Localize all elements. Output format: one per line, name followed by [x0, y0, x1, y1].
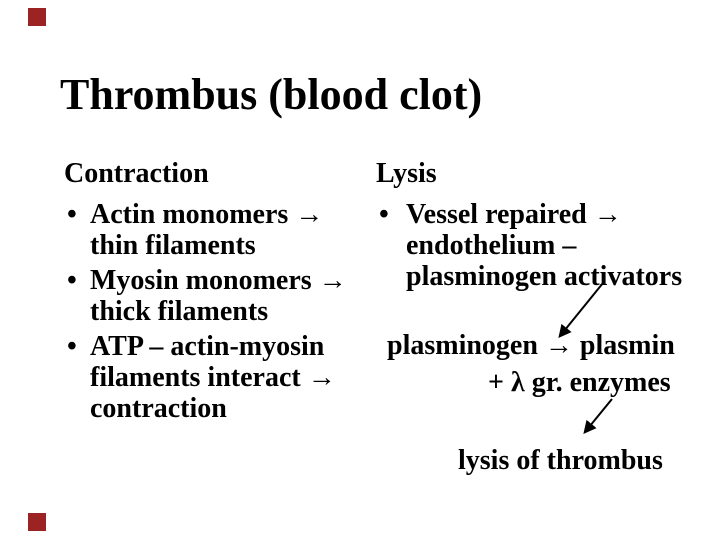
- bullet-line: thin filaments: [90, 230, 256, 261]
- arrow-enzymes-to-lysis: [583, 398, 613, 435]
- bullet-line: plasminogen activators: [406, 261, 683, 292]
- bullet-text: Vessel repaired → endothelium – plasmino…: [406, 199, 706, 292]
- bullet-myosin: • Myosin monomers → thick filaments: [64, 265, 376, 327]
- flow-lysis-of-thrombus: lysis of thrombus: [458, 445, 663, 476]
- bullet-line: Vessel repaired →: [406, 199, 622, 230]
- bullet-text: ATP – actin-myosin filaments interact → …: [90, 331, 376, 424]
- bullet-text: Actin monomers → thin filaments: [90, 199, 376, 261]
- bullet-line: ATP – actin-myosin: [90, 331, 325, 362]
- bullet-actin: • Actin monomers → thin filaments: [64, 199, 376, 261]
- bullet-vessel: • Vessel repaired → endothelium – plasmi…: [376, 199, 706, 292]
- bullet-line: contraction: [90, 393, 227, 424]
- corner-accent-bottom-left: [28, 513, 46, 531]
- corner-accent-top-left: [28, 8, 46, 26]
- bullet-text: Myosin monomers → thick filaments: [90, 265, 376, 327]
- bullet-line: endothelium –: [406, 230, 577, 261]
- lysis-heading: Lysis: [376, 158, 437, 189]
- bullet-dot: •: [379, 199, 389, 230]
- contraction-column: Contraction • Actin monomers → thin fila…: [64, 158, 376, 428]
- bullet-atp: • ATP – actin-myosin filaments interact …: [64, 331, 376, 424]
- lysis-column: Lysis • Vessel repaired → endothelium – …: [376, 158, 706, 296]
- bullet-line: thick filaments: [90, 296, 269, 327]
- bullet-dot: •: [67, 199, 77, 230]
- bullet-dot: •: [67, 331, 77, 362]
- bullet-line: Myosin monomers →: [90, 265, 347, 296]
- flow-lambda-enzymes: + λ gr. enzymes: [488, 367, 671, 398]
- bullet-line: Actin monomers →: [90, 199, 324, 230]
- flow-plasminogen-plasmin: plasminogen → plasmin: [387, 330, 675, 361]
- bullet-line: filaments interact →: [90, 362, 336, 393]
- slide-title: Thrombus (blood clot): [60, 70, 483, 119]
- bullet-dot: •: [67, 265, 77, 296]
- contraction-heading: Contraction: [64, 158, 209, 189]
